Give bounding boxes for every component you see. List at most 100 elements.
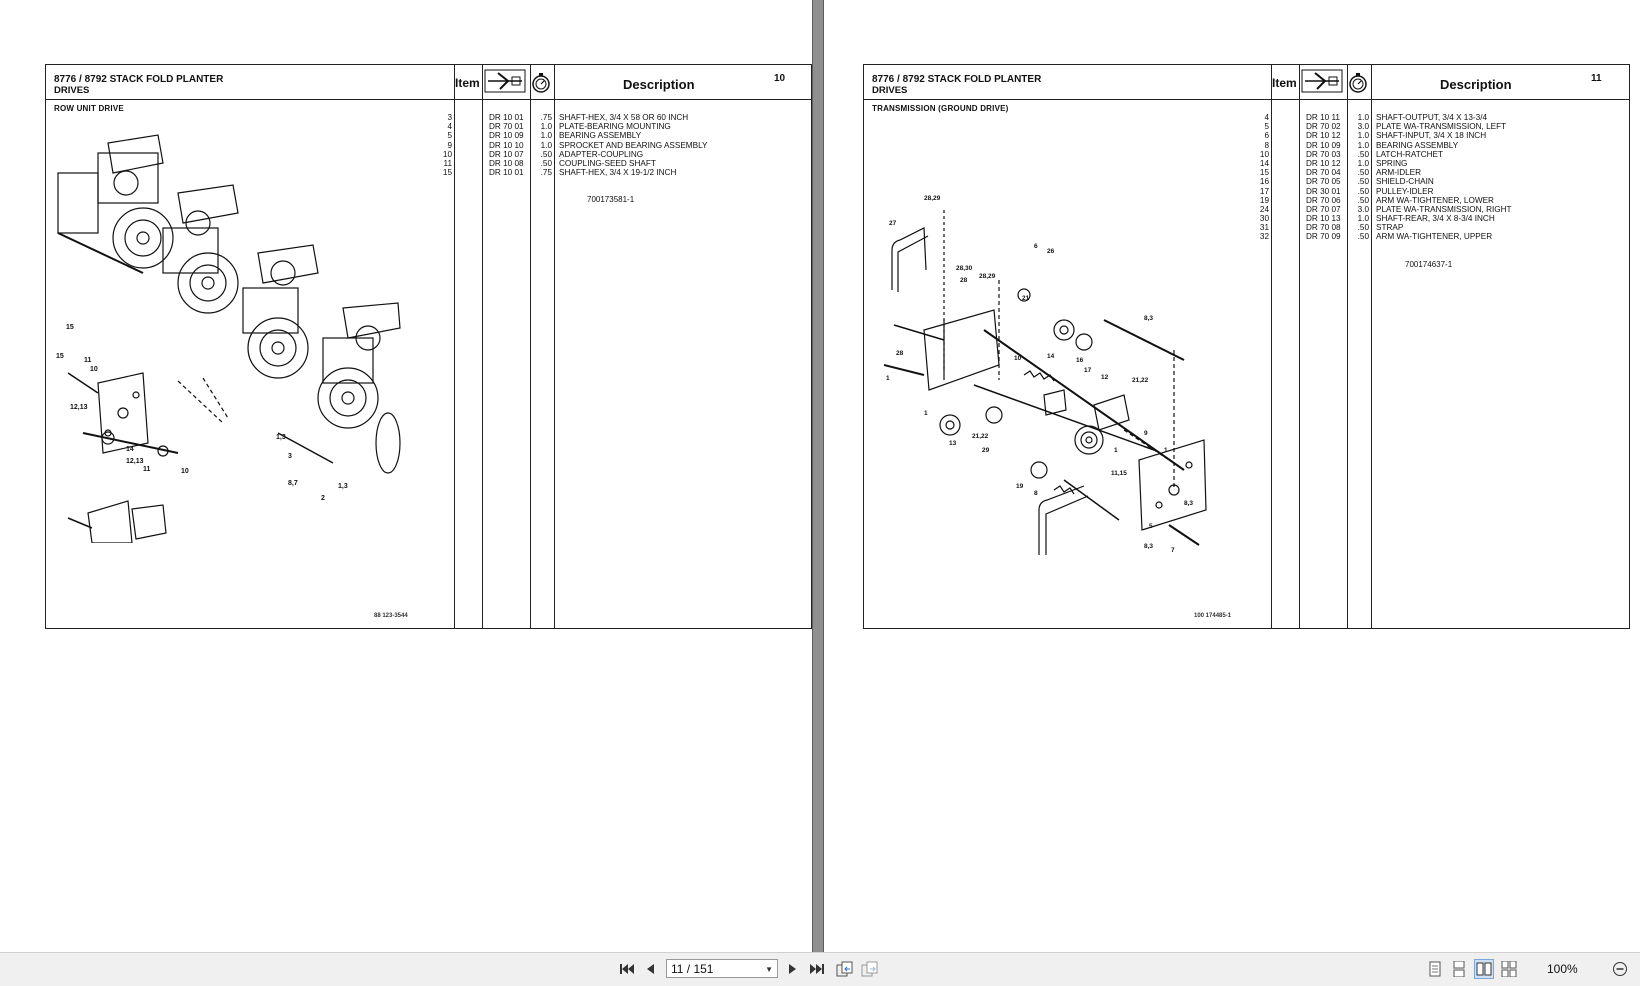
svg-text:7: 7 bbox=[1171, 547, 1175, 554]
part-number: 700173581-1 bbox=[587, 195, 635, 204]
svg-text:1: 1 bbox=[1114, 447, 1118, 454]
left-page: 8776 / 8792 STACK FOLD PLANTER DRIVES It… bbox=[0, 0, 812, 952]
svg-text:8,3: 8,3 bbox=[1144, 315, 1153, 322]
svg-text:10: 10 bbox=[90, 366, 98, 373]
svg-text:1,3: 1,3 bbox=[276, 434, 286, 441]
continuous-icon[interactable] bbox=[1449, 959, 1469, 979]
first-page-icon[interactable] bbox=[617, 959, 637, 979]
page-number-field[interactable]: 11 / 151 ▼ bbox=[666, 959, 778, 978]
svg-text:12: 12 bbox=[1101, 374, 1109, 381]
zoom-out-icon[interactable] bbox=[1610, 959, 1630, 979]
section-heading: TRANSMISSION (GROUND DRIVE) bbox=[872, 104, 1009, 113]
svg-text:17: 17 bbox=[1084, 367, 1092, 374]
section-heading: ROW UNIT DRIVE bbox=[54, 104, 124, 113]
stopwatch-icon bbox=[531, 72, 551, 99]
back-view-icon[interactable] bbox=[835, 959, 855, 979]
last-page-icon[interactable] bbox=[807, 959, 827, 979]
zoom-level[interactable]: 100% bbox=[1547, 962, 1578, 976]
page-number: 10 bbox=[774, 73, 786, 84]
svg-text:1: 1 bbox=[886, 375, 890, 382]
svg-text:8: 8 bbox=[1034, 490, 1038, 497]
svg-text:21,22: 21,22 bbox=[972, 433, 989, 440]
svg-text:13: 13 bbox=[949, 440, 957, 447]
prev-page-icon[interactable] bbox=[640, 959, 660, 979]
svg-text:26: 26 bbox=[1047, 248, 1055, 255]
figure-number: 88 123-3544 bbox=[374, 613, 408, 619]
svg-text:8,7: 8,7 bbox=[288, 480, 298, 487]
sheet-header: 8776 / 8792 STACK FOLD PLANTER DRIVES It… bbox=[46, 65, 811, 100]
svg-text:28: 28 bbox=[960, 277, 968, 284]
next-page-icon[interactable] bbox=[783, 959, 803, 979]
continuous-facing-icon[interactable] bbox=[1499, 959, 1519, 979]
page-gutter bbox=[813, 0, 823, 952]
svg-text:10: 10 bbox=[181, 468, 189, 475]
svg-text:8,3: 8,3 bbox=[1144, 543, 1153, 550]
column-header-description: Description bbox=[1440, 77, 1512, 92]
page-number: 11 bbox=[1591, 73, 1602, 84]
svg-text:11,15: 11,15 bbox=[1111, 470, 1127, 477]
document-viewport[interactable]: 8776 / 8792 STACK FOLD PLANTER DRIVES It… bbox=[0, 0, 1640, 952]
svg-text:19: 19 bbox=[1016, 483, 1024, 490]
svg-text:9: 9 bbox=[1144, 430, 1148, 437]
column-header-description: Description bbox=[623, 77, 695, 92]
svg-text:21,22: 21,22 bbox=[1132, 377, 1149, 384]
svg-text:12,13: 12,13 bbox=[70, 404, 88, 411]
svg-text:28,29: 28,29 bbox=[924, 195, 941, 202]
svg-text:8,3: 8,3 bbox=[1184, 500, 1193, 507]
sheet-subtitle: DRIVES bbox=[872, 85, 908, 96]
svg-text:11: 11 bbox=[143, 466, 151, 473]
svg-text:16: 16 bbox=[1076, 357, 1084, 364]
svg-text:15: 15 bbox=[66, 324, 74, 331]
single-page-icon[interactable] bbox=[1425, 959, 1445, 979]
svg-text:12,13: 12,13 bbox=[126, 458, 144, 465]
svg-text:1: 1 bbox=[1164, 447, 1168, 454]
svg-text:1: 1 bbox=[924, 410, 928, 417]
sheet-title: 8776 / 8792 STACK FOLD PLANTER bbox=[872, 74, 1042, 85]
right-page: 8776 / 8792 STACK FOLD PLANTER DRIVES It… bbox=[824, 0, 1640, 952]
chevron-down-icon[interactable]: ▼ bbox=[765, 965, 773, 974]
wrench-icon bbox=[484, 69, 526, 98]
svg-text:5: 5 bbox=[1149, 523, 1153, 530]
forward-view-icon[interactable] bbox=[860, 959, 880, 979]
wrench-icon bbox=[1301, 69, 1343, 98]
sheet-header: 8776 / 8792 STACK FOLD PLANTER DRIVES It… bbox=[864, 65, 1629, 100]
column-header-item: Item bbox=[1272, 76, 1297, 90]
svg-text:15: 15 bbox=[56, 353, 64, 360]
svg-text:28,29: 28,29 bbox=[979, 273, 996, 280]
facing-icon[interactable] bbox=[1474, 959, 1494, 979]
svg-text:11: 11 bbox=[84, 357, 92, 364]
svg-text:2: 2 bbox=[321, 495, 325, 502]
svg-text:29: 29 bbox=[982, 447, 990, 454]
sheet-subtitle: DRIVES bbox=[54, 85, 90, 96]
svg-text:6: 6 bbox=[1034, 243, 1038, 250]
svg-text:3: 3 bbox=[288, 453, 292, 460]
svg-text:10: 10 bbox=[1014, 355, 1022, 362]
viewer-toolbar: 11 / 151 ▼ 100% bbox=[0, 952, 1640, 986]
parts-sheet-left: 8776 / 8792 STACK FOLD PLANTER DRIVES It… bbox=[45, 64, 812, 629]
parts-sheet-right: 8776 / 8792 STACK FOLD PLANTER DRIVES It… bbox=[863, 64, 1630, 629]
